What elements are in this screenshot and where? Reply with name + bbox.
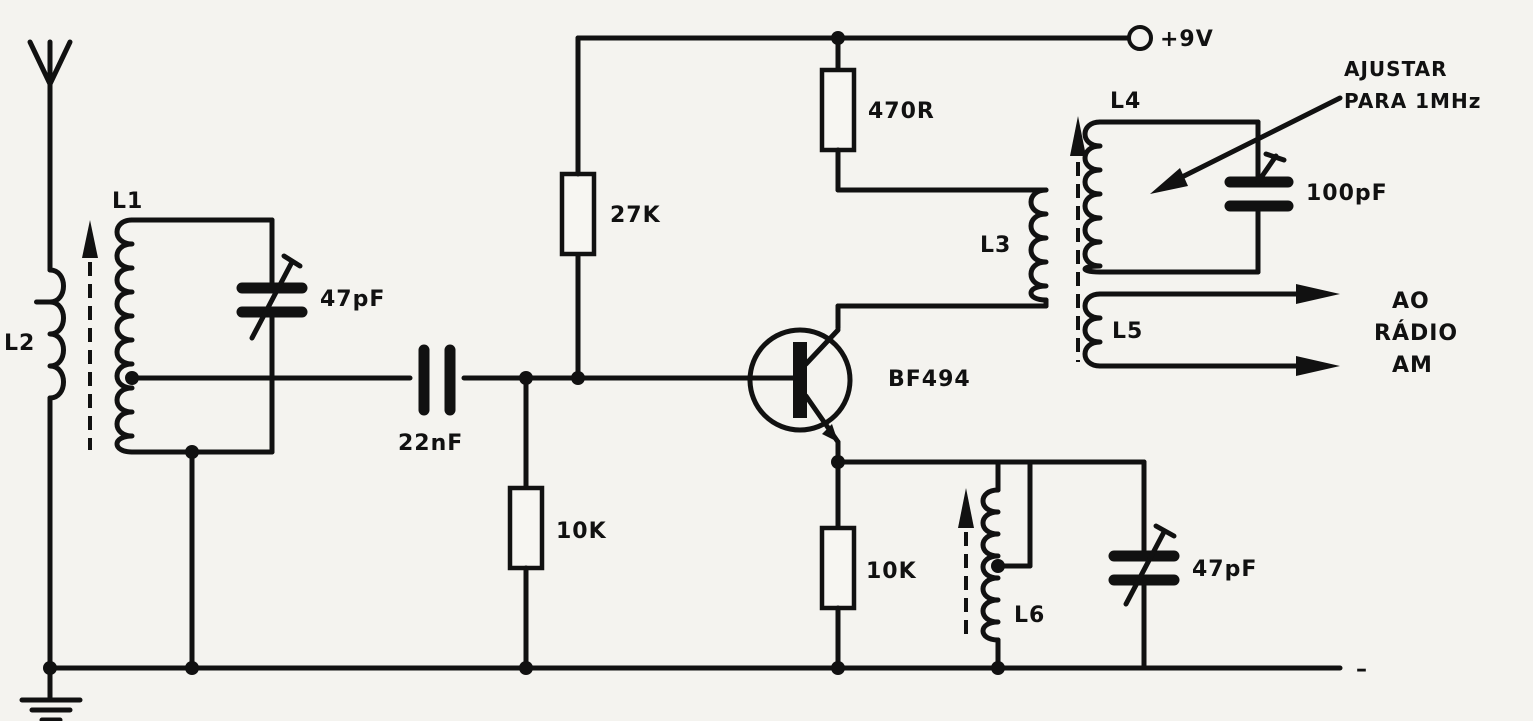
resistor-r1 <box>559 171 597 257</box>
label-r2: 470R <box>868 99 935 124</box>
label-r3: 10K <box>556 519 607 544</box>
label-l2: L2 <box>4 331 35 356</box>
note-output-line1: AO <box>1392 289 1430 314</box>
resistor-r3 <box>507 485 545 571</box>
inductor-l6 <box>980 487 1001 643</box>
resistor-r2 <box>819 67 857 153</box>
label-l6: L6 <box>1014 603 1045 628</box>
output-arrow <box>1296 284 1340 304</box>
label-supply-negative: – <box>1356 657 1368 682</box>
junction-dot <box>519 661 533 675</box>
label-r1: 27K <box>610 203 661 228</box>
note-output-line3: AM <box>1392 353 1433 378</box>
label-r4: 10K <box>866 559 917 584</box>
junction-dot <box>991 661 1005 675</box>
inductor-l3 <box>1028 187 1049 303</box>
note-adjust-line2: PARA 1MHz <box>1344 89 1481 113</box>
ground-symbol <box>19 665 83 721</box>
label-c1: 47pF <box>320 287 385 312</box>
inductor-l1 <box>114 217 135 455</box>
junction-dot <box>831 661 845 675</box>
inductor-l5 <box>1082 291 1103 369</box>
supply-terminal-positive <box>1127 25 1153 51</box>
label-l3: L3 <box>980 233 1011 258</box>
note-adjust-line1: AJUSTAR <box>1344 57 1448 81</box>
variable-capacitor-c1 <box>236 253 308 341</box>
junction-dot <box>991 559 1005 573</box>
antenna <box>27 39 73 273</box>
junction-dot <box>185 661 199 675</box>
label-c2: 22nF <box>398 431 463 456</box>
junction-dot <box>125 371 139 385</box>
inductor-l2 <box>34 267 66 401</box>
label-l4: L4 <box>1110 89 1141 114</box>
label-q1: BF494 <box>888 367 971 392</box>
capacitor-c2 <box>418 344 456 416</box>
label-supply-positive: +9V <box>1160 27 1214 52</box>
core-adjust-arrow <box>958 488 974 528</box>
label-l5: L5 <box>1112 319 1143 344</box>
junction-dot <box>43 661 57 675</box>
adjustment-callout-arrow <box>1150 95 1343 194</box>
output-arrow <box>1296 356 1340 376</box>
core-adjust-arrow <box>82 220 98 258</box>
label-l1: L1 <box>112 189 143 214</box>
variable-capacitor-c3 <box>1224 151 1294 212</box>
note-output-line2: RÁDIO <box>1374 320 1458 346</box>
core-adjust-arrow <box>1070 116 1086 156</box>
label-c3: 100pF <box>1306 181 1388 206</box>
transistor-q1 <box>747 327 853 445</box>
label-c4: 47pF <box>1192 557 1257 582</box>
inductor-l4 <box>1082 119 1103 275</box>
resistor-r4 <box>819 525 857 611</box>
